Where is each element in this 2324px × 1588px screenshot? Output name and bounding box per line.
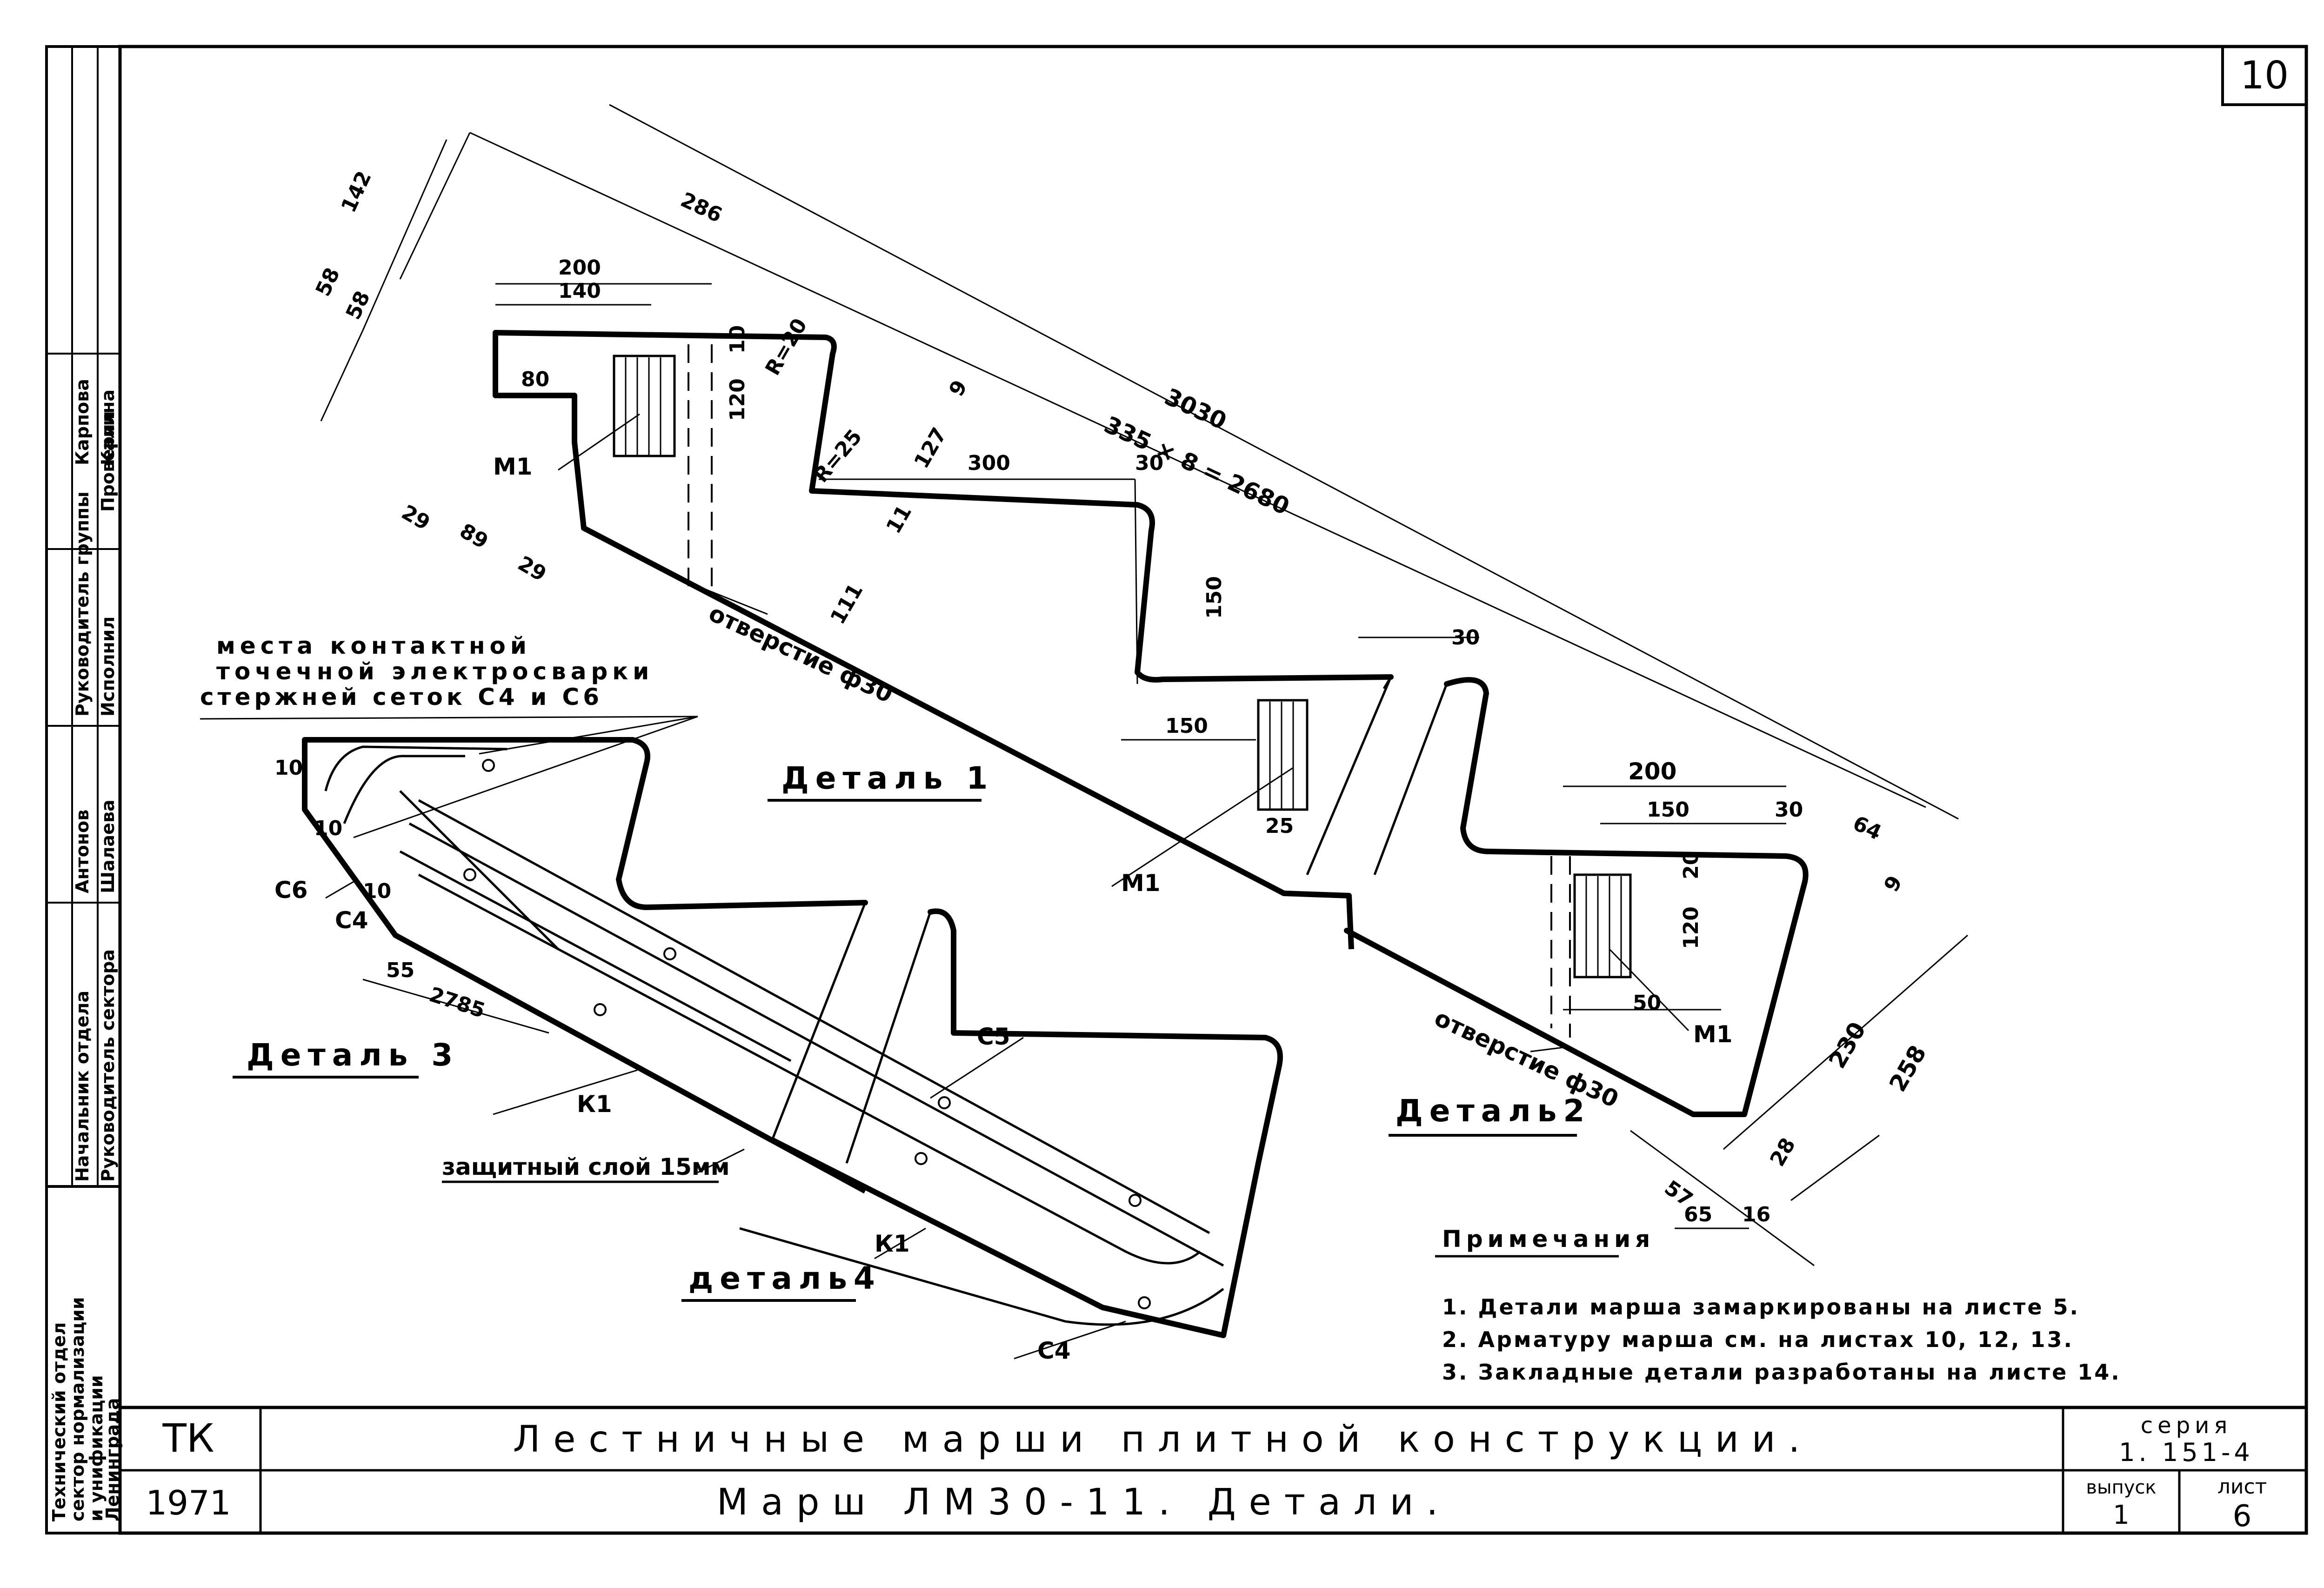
label-k1-right: К1 — [875, 1230, 910, 1257]
stamp-block: Руководитель сектора Начальник отдела Ру… — [49, 379, 123, 1521]
dim-2785: 2785 — [427, 983, 488, 1023]
stamp-role-5: Проверил — [98, 411, 118, 512]
dim-9b: 9 — [1879, 871, 1907, 896]
dim-64: 64 — [1849, 811, 1885, 845]
stamp-role-4: Исполнил — [98, 616, 118, 717]
dim-127: 127 — [909, 423, 951, 472]
label-k1-left: К1 — [577, 1091, 612, 1118]
stamp-role-2: Начальник отдела — [72, 991, 93, 1182]
dim-3030: 3030 — [1161, 383, 1231, 435]
dim-30c: 30 — [1775, 798, 1803, 822]
dim-50: 50 — [1633, 991, 1661, 1015]
label-hole-1: отверстие ф30 — [705, 599, 897, 708]
label-m1-right: М1 — [1693, 1021, 1733, 1048]
issue-value: 1 — [2113, 1500, 2130, 1530]
dimension-lines — [320, 104, 1968, 1266]
dim-58b: 58 — [341, 288, 375, 323]
dim-200a: 200 — [558, 256, 601, 280]
dim-142: 142 — [337, 168, 376, 216]
detail-titles: Деталь 1 Деталь2 Деталь 3 деталь4 — [233, 760, 1591, 1302]
stamp-name-3: Карпова — [72, 379, 93, 465]
dim-25: 25 — [1265, 814, 1294, 838]
dim-80: 80 — [521, 368, 549, 391]
dim-9a: 9 — [944, 376, 972, 400]
label-weld-1: места контактной — [216, 632, 531, 659]
dim-89: 89 — [456, 519, 493, 554]
stamp-org-3: и унификации — [86, 1375, 107, 1521]
stamp-role-1: Руководитель сектора — [98, 949, 118, 1182]
label-c5: С5 — [977, 1023, 1010, 1050]
dim-58a: 58 — [311, 264, 345, 300]
dim-55: 55 — [386, 958, 414, 982]
title-main: Лестничные марши плитной конструкции. — [513, 1419, 1813, 1461]
dim-150c: 150 — [1647, 798, 1690, 822]
detail-4-title: деталь4 — [688, 1260, 882, 1296]
stair-profile — [493, 330, 1809, 1117]
drawing-frame — [45, 45, 2308, 1535]
detail-1-title: Деталь 1 — [781, 760, 994, 796]
note-item-1: 1. Детали марша замаркированы на листе 5… — [1442, 1294, 2080, 1320]
dim-65: 65 — [1684, 1203, 1712, 1226]
stamp-name-4: Калина — [98, 389, 118, 465]
dim-29b: 29 — [514, 551, 551, 586]
dim-16: 16 — [1742, 1203, 1770, 1226]
stamp-org-1: Технический отдел — [49, 1322, 69, 1521]
sheet-value: 6 — [2233, 1499, 2252, 1534]
reinforcement-profile — [200, 413, 1690, 1360]
dim-300: 300 — [968, 451, 1010, 475]
org-code: ТК — [162, 1415, 214, 1461]
note-item-2: 2. Арматуру марша см. на листах 10, 12, … — [1442, 1327, 2074, 1352]
dim-200b: 200 — [1628, 758, 1676, 785]
dim-10a: 10 — [726, 325, 749, 354]
label-c6: С6 — [274, 877, 307, 904]
dim-11: 11 — [882, 501, 916, 538]
series-value: 1. 151-4 — [2119, 1438, 2254, 1467]
label-c4-bottom: С4 — [1037, 1337, 1070, 1364]
notes-block: Примечания 1. Детали марша замаркированы… — [1435, 1226, 2121, 1385]
sheet-label: лист — [2217, 1475, 2267, 1499]
dim-28: 28 — [1765, 1134, 1800, 1171]
dim-30b: 30 — [1451, 626, 1480, 650]
series-label: серия — [2141, 1413, 2232, 1439]
issue-label: выпуск — [2086, 1477, 2156, 1498]
dim-111: 111 — [826, 579, 868, 628]
dim-r20: R=20 — [761, 315, 812, 380]
dim-150b: 150 — [1165, 714, 1208, 738]
stamp-name-2: Антонов — [72, 810, 93, 893]
dim-150a: 150 — [1202, 576, 1226, 619]
label-weld-2: точечной электросварки — [216, 658, 654, 685]
dim-140: 140 — [558, 279, 601, 303]
stamp-org-2: сектор нормализации — [67, 1297, 88, 1521]
dim-286: 286 — [677, 188, 726, 228]
dim-258: 258 — [1884, 1041, 1931, 1096]
label-c4-top: С4 — [335, 907, 368, 934]
label-weld-3: стержней сеток С4 и С6 — [200, 683, 603, 710]
detail-3-title: Деталь 3 — [247, 1037, 459, 1073]
dim-20: 20 — [1679, 851, 1703, 879]
year: 1971 — [146, 1483, 231, 1522]
dim-29a: 29 — [398, 500, 434, 535]
dim-10b: 10 — [274, 756, 303, 780]
stamp-role-3: Руководитель группы — [72, 491, 93, 717]
stamp-org-4: Ленинграда — [102, 1398, 123, 1522]
dim-120b: 120 — [1679, 906, 1703, 949]
label-cover: защитный слой 15мм — [442, 1153, 730, 1180]
dim-120a: 120 — [726, 378, 749, 421]
note-item-3: 3. Закладные детали разработаны на листе… — [1442, 1360, 2121, 1385]
dim-30a: 30 — [1135, 451, 1163, 475]
title-block: ТК 1971 Лестничные марши плитной констру… — [146, 1413, 2267, 1534]
stamp-name-1: Шалаева — [98, 799, 118, 893]
label-m1-mid: М1 — [1121, 870, 1161, 897]
label-m1-top: М1 — [493, 453, 533, 480]
title-sub: Марш ЛМ30-11. Детали. — [717, 1481, 1451, 1523]
detail-2-title: Деталь2 — [1396, 1093, 1591, 1129]
sheet-number: 10 — [2240, 54, 2289, 98]
notes-heading: Примечания — [1442, 1226, 1655, 1253]
